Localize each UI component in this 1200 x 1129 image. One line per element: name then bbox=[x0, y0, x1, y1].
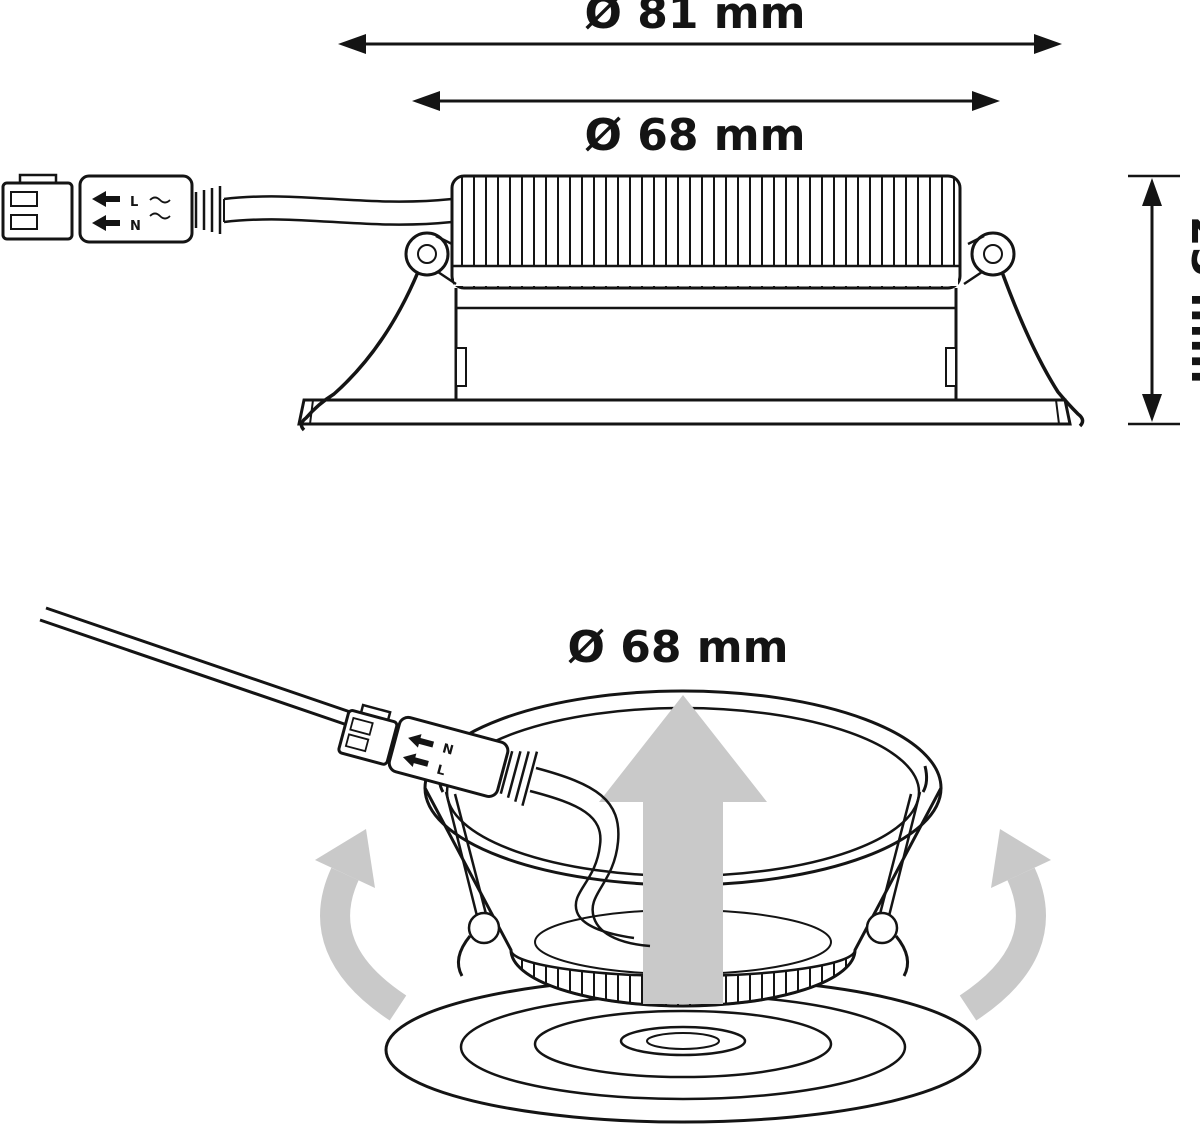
clip-mount-bottom bbox=[963, 270, 983, 286]
cable-edge-1 bbox=[535, 766, 651, 948]
strain-relief-ribs bbox=[194, 186, 222, 234]
dim-outer-group: Ø 81 mm bbox=[338, 0, 1062, 54]
insert-up-arrow bbox=[599, 695, 767, 1004]
rotate-arrow-tail bbox=[320, 867, 407, 1021]
clip-slot-right bbox=[945, 347, 957, 387]
plug-latch bbox=[359, 703, 392, 721]
plug-terminal-1 bbox=[349, 716, 374, 736]
rotate-arrow-tail bbox=[959, 867, 1046, 1021]
dim-height-group: 25 mm bbox=[1128, 174, 1200, 426]
dim-outer-arrowhead-right bbox=[1034, 34, 1062, 54]
cutout-label: Ø 68 mm bbox=[568, 622, 789, 673]
trim-ring bbox=[384, 976, 982, 1124]
heatsink-base bbox=[454, 266, 958, 286]
cable-edge-2 bbox=[39, 618, 357, 730]
cable-bottom-edge bbox=[223, 218, 453, 226]
dim-cutout-group: Ø 68 mm bbox=[412, 91, 1000, 161]
wire-arrow-icon bbox=[92, 215, 120, 231]
clip-tab bbox=[921, 765, 929, 793]
spring-clip-right bbox=[963, 231, 1085, 428]
wire-arrow-icon bbox=[402, 753, 429, 768]
cable-edge-1 bbox=[45, 606, 363, 718]
installation-view: Ø 68 mm bbox=[39, 606, 1051, 1124]
clip-wire-2 bbox=[453, 793, 488, 915]
clip-wire-1 bbox=[444, 791, 479, 917]
clip-wire-1 bbox=[887, 791, 922, 917]
clip-hook bbox=[456, 935, 472, 977]
dim-cutout-arrowhead-right bbox=[972, 91, 1000, 111]
install-clip-right bbox=[865, 765, 929, 977]
trim-flange bbox=[297, 398, 1072, 426]
wire-arrow-icon bbox=[92, 191, 120, 207]
rotate-arrow-head bbox=[315, 829, 375, 888]
wire-arrow-icon bbox=[408, 734, 435, 748]
fixture-cable bbox=[529, 766, 651, 948]
clip-coil bbox=[467, 911, 501, 945]
lamp-body bbox=[454, 288, 958, 402]
connector-housing: L N bbox=[78, 174, 194, 244]
rotate-clip-arrow-left bbox=[315, 829, 407, 1021]
lens-inner bbox=[646, 1032, 720, 1050]
cable-top-edge bbox=[223, 195, 453, 203]
rotate-clip-arrow-right bbox=[959, 829, 1051, 1021]
dim-cutout-label: Ø 68 mm bbox=[585, 110, 806, 161]
dim-height-arrowhead-bottom bbox=[1142, 394, 1162, 422]
strain-relief-ribs bbox=[499, 750, 539, 807]
clip-mount-bottom bbox=[437, 270, 457, 286]
cable-edge-2 bbox=[529, 789, 635, 940]
neutral-terminal-label: N bbox=[441, 741, 455, 758]
clip-coil bbox=[970, 231, 1016, 277]
power-cable bbox=[223, 195, 453, 226]
flange-tick-right bbox=[1055, 399, 1060, 425]
neutral-terminal-label: N bbox=[130, 219, 141, 234]
clip-coil bbox=[404, 231, 450, 277]
line-terminal-label: L bbox=[130, 195, 138, 210]
rotate-arrow-head bbox=[991, 829, 1051, 888]
dim-outer-label: Ø 81 mm bbox=[585, 0, 806, 39]
spring-clip-left bbox=[299, 231, 457, 432]
dim-cutout-arrowhead-left bbox=[412, 91, 440, 111]
plug-terminal-2 bbox=[10, 214, 38, 230]
line-terminal-label: L bbox=[435, 763, 447, 780]
dim-height-arrowhead-top bbox=[1142, 178, 1162, 206]
heatsink bbox=[450, 174, 962, 290]
heatsink-fins bbox=[450, 174, 962, 290]
clip-coil-inner bbox=[983, 244, 1003, 264]
side-view: Ø 81 mm Ø 68 mm L N bbox=[1, 0, 1200, 432]
install-connector: N L bbox=[337, 703, 539, 807]
clip-mount-top bbox=[967, 234, 985, 246]
strain-relief bbox=[194, 186, 222, 234]
plug-terminal-1 bbox=[10, 191, 38, 207]
clip-mount-top bbox=[435, 234, 453, 246]
clip-hook bbox=[894, 935, 910, 977]
plug-terminal-2 bbox=[344, 733, 370, 753]
housing-marks bbox=[149, 196, 171, 220]
flange-shape bbox=[297, 398, 1072, 426]
clip-coil-inner bbox=[417, 244, 437, 264]
plug-latch bbox=[18, 173, 58, 183]
dim-outer-arrowhead-left bbox=[338, 34, 366, 54]
clip-arm bbox=[299, 271, 420, 432]
power-plug bbox=[1, 173, 74, 241]
clip-wire-2 bbox=[878, 793, 913, 915]
clip-slot-left bbox=[455, 347, 467, 387]
dim-height-label: 25 mm bbox=[1181, 216, 1200, 384]
clip-arm bbox=[1000, 271, 1085, 428]
mains-cable bbox=[39, 606, 363, 730]
clip-coil bbox=[865, 911, 899, 945]
